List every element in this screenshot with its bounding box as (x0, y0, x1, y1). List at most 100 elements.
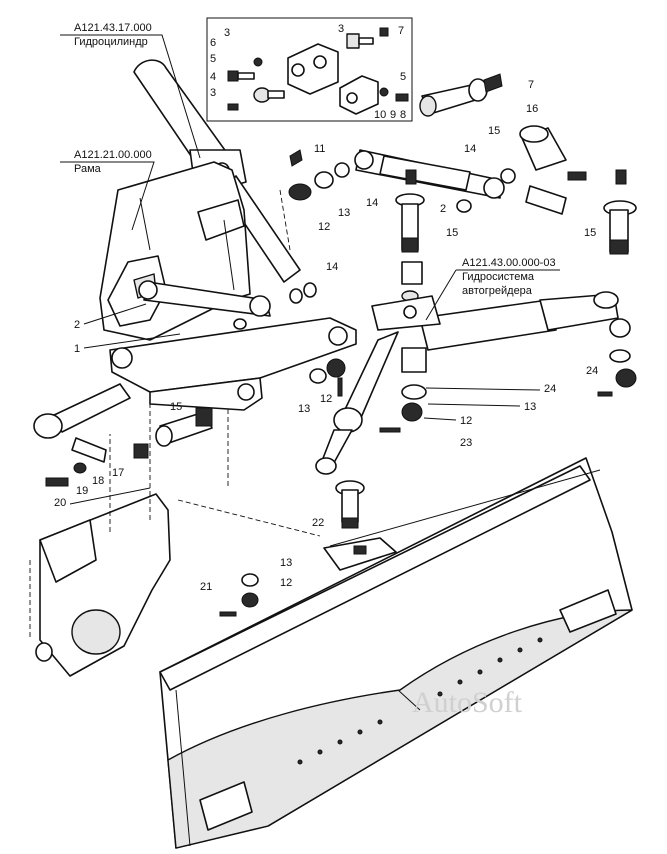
washer-5-right (379, 87, 389, 97)
washer-5-left (253, 57, 263, 67)
bolt-4 (227, 70, 255, 82)
callout-14-right: 14 (464, 143, 476, 155)
detail-inset-frame (206, 17, 413, 122)
callout-24-right: 24 (586, 365, 598, 377)
nut-12-upper (288, 183, 312, 201)
callout-24-middle: 24 (544, 383, 556, 395)
hydrocylinder-code: А121.43.17.000 (74, 22, 152, 34)
callout-7-inset: 7 (398, 25, 404, 37)
callout-3-top: 3 (224, 27, 230, 39)
callout-2-left: 2 (74, 319, 80, 331)
frame-name: Рама (74, 163, 102, 175)
washer-14-upper (334, 162, 350, 178)
pin-15-left (155, 407, 213, 447)
callout-13-mid: 13 (298, 403, 310, 415)
callout-23: 23 (460, 437, 472, 449)
callout-5-right: 5 (400, 71, 406, 83)
washer-19 (73, 462, 87, 474)
link-rod-2-left (138, 280, 271, 317)
watermark: AutoSoft (412, 686, 523, 719)
hydrocylinder-leader (60, 34, 201, 159)
pin-15-top (419, 78, 488, 117)
grease-fitting-7-top (483, 73, 503, 93)
callout-8: 8 (400, 109, 406, 121)
callout-13-right: 13 (524, 401, 536, 413)
push-beam-1 (109, 317, 357, 411)
hydrosystem-code: А121.43.00.000-03 (462, 257, 556, 269)
callout-17: 17 (112, 467, 124, 479)
grease-fitting-7-inset (379, 27, 389, 37)
nut-12-mid (326, 358, 346, 378)
bracket-21 (35, 487, 171, 677)
callout-10: 10 (374, 109, 386, 121)
callout-18: 18 (92, 475, 104, 487)
pin-15-middle (395, 193, 425, 253)
callout-20: 20 (54, 497, 66, 509)
pin-16 (519, 125, 567, 171)
callout-5-left: 5 (210, 53, 216, 65)
callout-11: 11 (314, 143, 325, 155)
callout-15-right: 15 (584, 227, 596, 239)
callout-4: 4 (210, 71, 216, 83)
callout-2-right: 2 (440, 203, 446, 215)
callout-7-top: 7 (528, 79, 534, 91)
callout-12-upper: 12 (318, 221, 330, 233)
callout-21: 21 (200, 581, 212, 593)
dash-line-5 (177, 499, 321, 537)
bolt-3-upper (346, 33, 374, 49)
callout-15-top: 15 (488, 125, 500, 137)
cotter-pin-mid (337, 377, 343, 397)
frame-part (99, 161, 251, 341)
callout-12-right: 12 (460, 415, 472, 427)
grease-fitting-7-mid (405, 169, 417, 185)
callout-13-upper: 13 (338, 207, 350, 219)
hydrosystem-name-2: автогрейдера (462, 285, 533, 297)
washer-13-mid (309, 368, 327, 384)
hydrocylinder-name: Гидроцилиндр (74, 36, 148, 48)
link-rod-2-right (354, 149, 505, 199)
bolt-10-inset (395, 93, 409, 102)
washer-14-right-rod (456, 199, 472, 213)
blade-23 (159, 457, 633, 849)
callout-12-mid: 12 (320, 393, 332, 405)
blade-bolt-holes (297, 637, 543, 765)
bolt-20 (45, 477, 69, 487)
callout-leaders-left (83, 303, 181, 349)
pin-15-right (603, 200, 637, 255)
bolt-3-lower (253, 87, 285, 103)
hydrosystem-leader (425, 269, 560, 321)
cylinder-bracket-block-lower (339, 75, 379, 115)
callout-14-upper: 14 (366, 197, 378, 209)
grease-fitting-7-left (133, 443, 149, 459)
fitting-inset-small (227, 103, 239, 111)
washers-14-left (233, 282, 317, 330)
callout-22: 22 (312, 517, 324, 529)
hydrosystem-lower-rod (315, 331, 399, 475)
washer-13-upper (314, 171, 334, 189)
washer-14-pin-16 (500, 168, 516, 184)
cotter-pin-11 (289, 149, 303, 167)
callout-13-lower: 13 (280, 557, 292, 569)
callout-14-left: 14 (326, 261, 338, 273)
hydrosystem-name: Гидросистема (462, 271, 535, 283)
washers-21 (219, 573, 259, 617)
pin-22 (335, 480, 365, 529)
pin-17 (33, 383, 131, 439)
plate-18 (71, 437, 107, 463)
callout-3-right: 3 (338, 23, 344, 35)
callout-15-middle: 15 (446, 227, 458, 239)
callout-16: 16 (526, 103, 538, 115)
dash-line-6 (279, 189, 291, 251)
cylinder-bracket-block-upper (287, 43, 339, 95)
callout-6: 6 (210, 37, 216, 49)
bushing-stack-right (597, 318, 637, 397)
frame-code: А121.21.00.000 (74, 149, 152, 161)
callout-3-left: 3 (210, 87, 216, 99)
callout-15-left: 15 (170, 401, 182, 413)
callout-12-lower: 12 (280, 577, 292, 589)
callout-leaders-middle (423, 387, 541, 421)
hydrosystem-cylinder (371, 291, 619, 351)
callout-19: 19 (76, 485, 88, 497)
